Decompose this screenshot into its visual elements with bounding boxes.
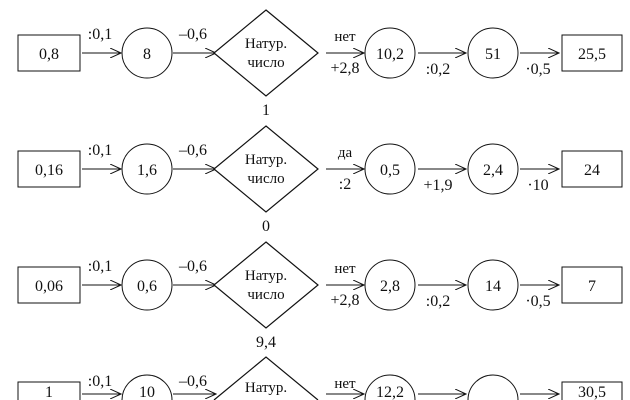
start-box xyxy=(17,266,81,304)
value-circle xyxy=(121,374,173,400)
operation-label: :0,1 xyxy=(88,373,112,390)
circle-value: 8 xyxy=(143,46,151,63)
decision-label: число xyxy=(247,55,284,71)
operation-label: :0,2 xyxy=(426,293,450,310)
operation-label: +1,9 xyxy=(423,177,452,194)
start-box xyxy=(17,34,81,72)
branch-label: нет xyxy=(334,29,356,45)
value-circle xyxy=(467,259,519,311)
operation-label: –0,6 xyxy=(178,258,207,275)
operation-label: ·0,5 xyxy=(525,293,550,310)
operation-label: :2 xyxy=(339,176,351,193)
diamond-result-value: 1 xyxy=(262,102,270,119)
start-box xyxy=(17,150,81,188)
operation-label: :0,1 xyxy=(88,258,112,275)
circle-value: 10,2 xyxy=(376,46,404,63)
decision-diamond xyxy=(213,9,319,97)
operation-label: +2,8 xyxy=(330,60,359,77)
circle-value: 2,4 xyxy=(483,162,503,179)
diamond-result-value: 0 xyxy=(262,218,270,235)
value-circle xyxy=(467,143,519,195)
circle-value: 14 xyxy=(485,278,501,295)
circle-value: 2,8 xyxy=(380,278,400,295)
result-box xyxy=(561,381,623,400)
start-box xyxy=(17,381,81,400)
value-circle xyxy=(364,259,416,311)
branch-label: нет xyxy=(334,261,356,277)
result-value: 25,5 xyxy=(578,46,606,63)
operation-label: –0,6 xyxy=(178,373,207,390)
value-circle xyxy=(121,27,173,79)
result-value: 24 xyxy=(584,162,600,179)
operation-label: –0,6 xyxy=(178,142,207,159)
branch-label: нет xyxy=(334,376,356,392)
start-value: 1 xyxy=(45,384,53,400)
start-value: 0,06 xyxy=(35,278,63,295)
result-value: 30,5 xyxy=(578,384,606,400)
branch-label: да xyxy=(338,145,353,161)
circle-value: 1,6 xyxy=(137,162,157,179)
circle-value: 10 xyxy=(139,384,155,400)
decision-label: число xyxy=(247,171,284,187)
value-circle xyxy=(364,374,416,400)
value-circle xyxy=(467,374,519,400)
value-circle xyxy=(364,27,416,79)
circle-value: 51 xyxy=(485,46,501,63)
circle-value: 12,2 xyxy=(376,384,404,400)
start-value: 0,8 xyxy=(39,46,59,63)
result-box xyxy=(561,150,623,188)
decision-diamond xyxy=(213,241,319,329)
value-circle xyxy=(467,27,519,79)
decision-label: Натур. xyxy=(245,380,287,396)
circle-value: 0,6 xyxy=(137,278,157,295)
result-box xyxy=(561,34,623,72)
decision-label: число xyxy=(247,287,284,303)
value-circle xyxy=(121,143,173,195)
result-box xyxy=(561,266,623,304)
operation-label: –0,6 xyxy=(178,26,207,43)
diamond-result-value: 9,4 xyxy=(256,334,276,351)
start-value: 0,16 xyxy=(35,162,63,179)
circle-value: 0,5 xyxy=(380,162,400,179)
operation-label: ·10 xyxy=(527,177,548,194)
operation-label: :0,2 xyxy=(426,61,450,78)
decision-diamond xyxy=(213,125,319,213)
operation-label: :0,1 xyxy=(88,142,112,159)
decision-label: Натур. xyxy=(245,36,287,52)
decision-diamond xyxy=(213,356,319,400)
decision-label: Натур. xyxy=(245,268,287,284)
operation-label: :0,1 xyxy=(88,26,112,43)
result-value: 7 xyxy=(588,278,596,295)
value-circle xyxy=(121,259,173,311)
decision-label: Натур. xyxy=(245,152,287,168)
value-circle xyxy=(364,143,416,195)
operation-label: ·0,5 xyxy=(525,61,550,78)
operation-label: +2,8 xyxy=(330,292,359,309)
